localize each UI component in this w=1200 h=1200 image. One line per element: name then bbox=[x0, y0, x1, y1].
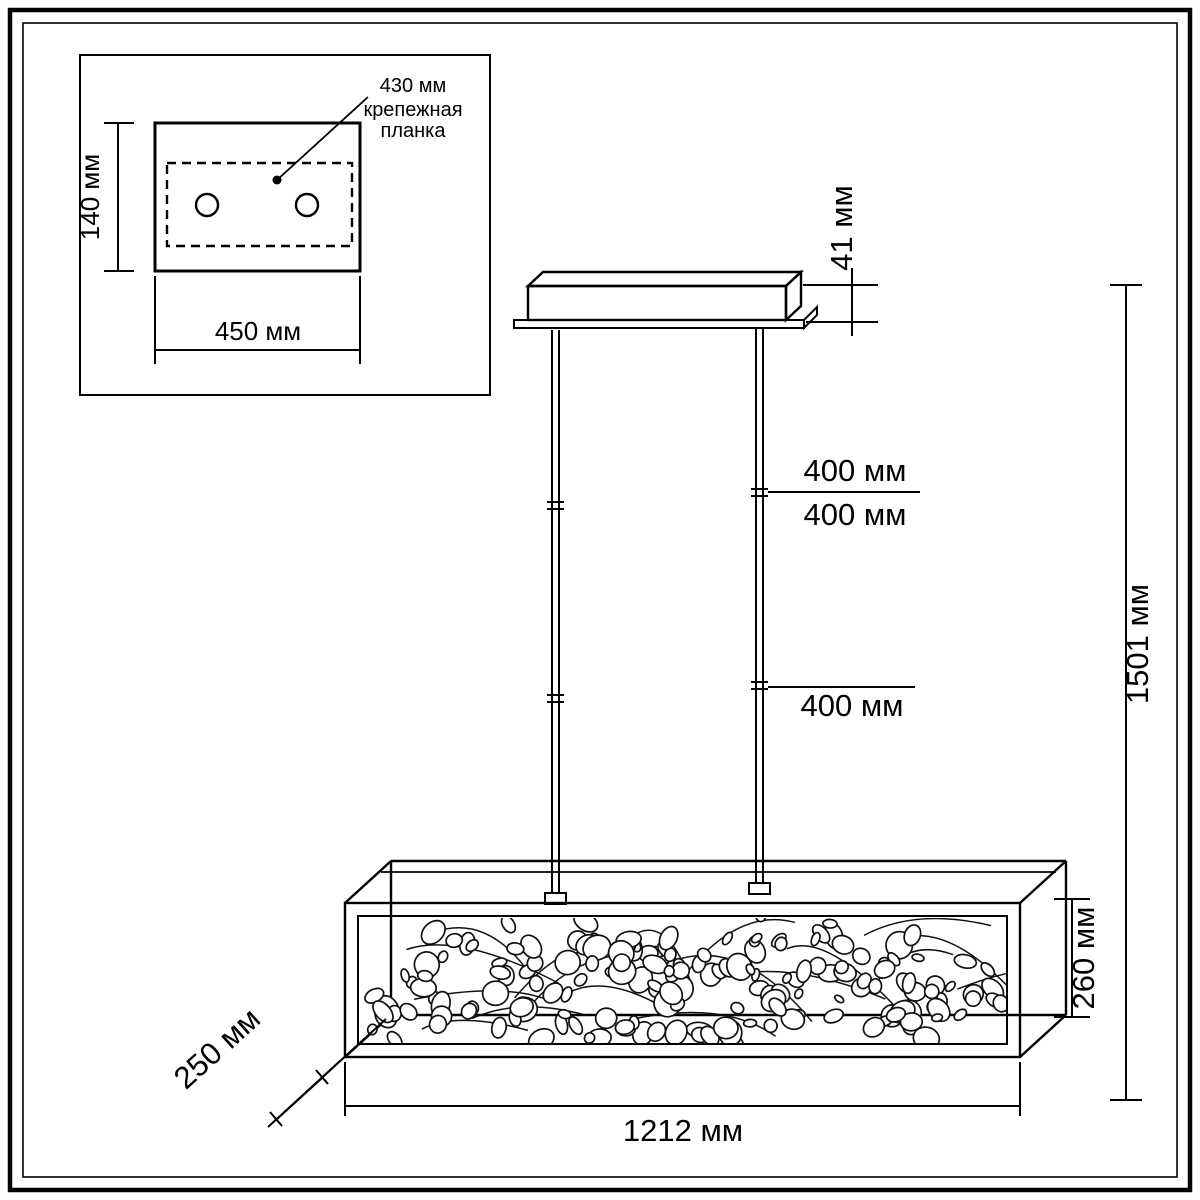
total-height-label: 1501 мм bbox=[1120, 584, 1155, 704]
canopy-top-face bbox=[524, 270, 805, 288]
inset-width-label: 450 мм bbox=[215, 316, 301, 346]
inner-frame bbox=[22, 22, 1178, 1178]
box-width-label: 1212 мм bbox=[623, 1113, 743, 1148]
inset-border bbox=[79, 54, 491, 396]
box-front-inner bbox=[357, 915, 1008, 1045]
canopy-right-face bbox=[784, 269, 803, 323]
mounting-bar-dashed bbox=[165, 161, 354, 248]
suspension-rod-right bbox=[748, 328, 771, 895]
callout-text-line2: планка bbox=[381, 120, 447, 142]
box-front-outer bbox=[343, 901, 1022, 1059]
foliage-pattern bbox=[364, 918, 1006, 1043]
rod-lower-label: 400 мм bbox=[801, 688, 904, 723]
dim-box-height: 260 мм bbox=[1054, 898, 1101, 1018]
inset-height-label: 140 мм bbox=[75, 154, 105, 240]
box-height-label: 260 мм bbox=[1066, 907, 1101, 1010]
box-depth-top-left bbox=[344, 860, 392, 904]
box-depth-bottom-right bbox=[1019, 1014, 1067, 1058]
rod-right-connector bbox=[748, 882, 771, 895]
inset-panel: 430 мм крепежная планка 140 мм 450 мм bbox=[75, 54, 491, 396]
callout-text-line1: крепежная bbox=[363, 99, 462, 121]
dim-rod-lower: 400 мм bbox=[768, 686, 915, 723]
dim-box-depth: 250 мм bbox=[167, 1001, 387, 1128]
inset-height-dimension: 140 мм bbox=[75, 122, 134, 272]
inset-width-dimension: 450 мм bbox=[154, 276, 361, 364]
dim-canopy-height: 41 мм bbox=[803, 185, 878, 336]
outer-frame bbox=[7, 7, 1193, 1193]
dim-rod-upper-middle: 400 мм 400 мм bbox=[768, 453, 920, 532]
box-depth-label: 250 мм bbox=[167, 1001, 267, 1096]
canopy-base-plate-end bbox=[803, 304, 818, 331]
canopy bbox=[513, 269, 818, 331]
callout-leader-line bbox=[276, 96, 369, 181]
rod-upper-label: 400 мм bbox=[804, 453, 907, 488]
box-depth-top-right bbox=[1019, 860, 1067, 904]
suspension-rod-left bbox=[544, 330, 567, 905]
dim-box-width: 1212 мм bbox=[344, 1062, 1021, 1148]
frame-box bbox=[343, 859, 1068, 1059]
mounting-plate bbox=[153, 121, 362, 273]
canopy-base-plate bbox=[513, 319, 805, 329]
canopy-height-label: 41 мм bbox=[824, 185, 859, 271]
callout-value-label: 430 мм bbox=[380, 75, 446, 97]
rod-middle-label: 400 мм bbox=[804, 497, 907, 532]
dim-total-height: 1501 мм bbox=[1110, 284, 1155, 1101]
mounting-hole-right bbox=[294, 192, 320, 218]
mounting-hole-left bbox=[194, 192, 220, 218]
canopy-front-face bbox=[526, 284, 788, 322]
